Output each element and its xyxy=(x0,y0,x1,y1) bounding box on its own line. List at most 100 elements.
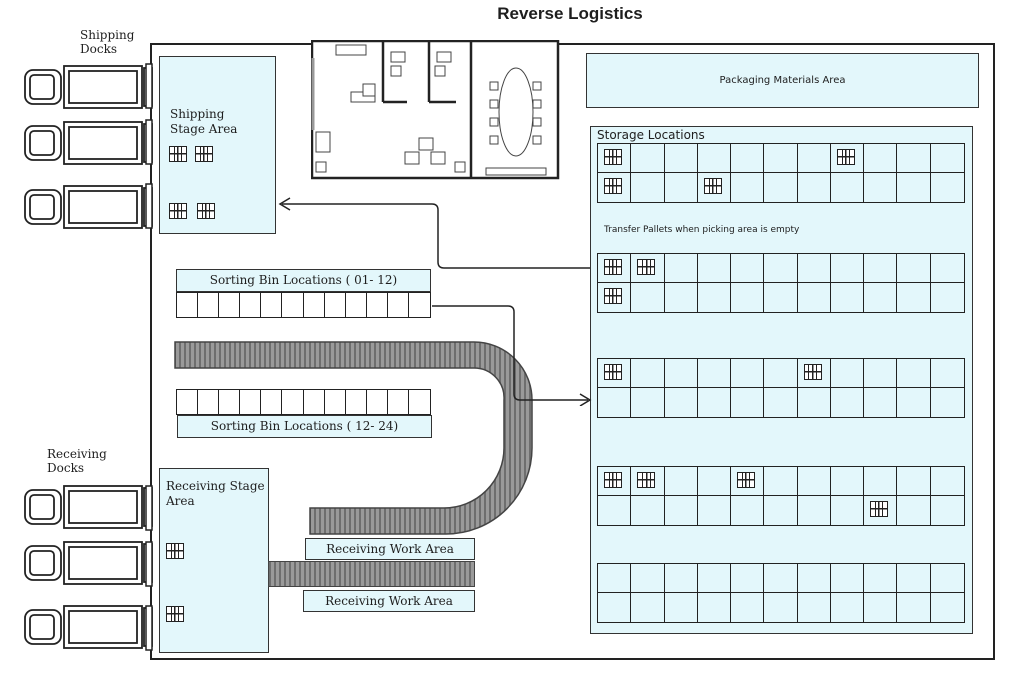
conveyor-belt xyxy=(174,341,533,535)
pallet-icon xyxy=(166,606,184,622)
rack-slot xyxy=(598,467,632,496)
rack-slot xyxy=(897,388,931,417)
storage-rack-row-3 xyxy=(597,358,965,418)
rack-slot xyxy=(798,173,831,202)
rack-slot xyxy=(731,388,765,417)
rack-slot xyxy=(930,144,964,173)
pallet-icon xyxy=(604,364,622,380)
truck-icon xyxy=(24,541,153,585)
rack-slot xyxy=(764,144,798,173)
rack-slot xyxy=(931,593,964,622)
rack-slot xyxy=(598,593,632,622)
pallet-icon xyxy=(637,472,656,488)
sorting-bin xyxy=(282,293,304,317)
rack-slot xyxy=(830,144,865,173)
rack-slot xyxy=(798,496,831,525)
rack-slot xyxy=(830,359,865,388)
rack-slot xyxy=(764,593,798,622)
rack-slot xyxy=(864,496,898,525)
rack-slot xyxy=(764,564,798,593)
rack-slot xyxy=(797,144,831,173)
rack-slot xyxy=(830,564,865,593)
sorting-bin xyxy=(325,293,346,317)
rack-slot xyxy=(598,564,632,593)
pallet-icon xyxy=(604,178,622,194)
rack-slot xyxy=(698,388,732,417)
sorting-bin xyxy=(177,293,199,317)
truck-icon xyxy=(24,65,153,109)
rack-slot xyxy=(798,593,831,622)
rack-slot xyxy=(864,388,898,417)
rack-slot xyxy=(897,283,931,312)
rack-slot xyxy=(731,496,765,525)
pallet-icon xyxy=(197,203,215,219)
rack-slot xyxy=(830,254,865,283)
rack-slot xyxy=(664,254,698,283)
packaging-materials-area: Packaging Materials Area xyxy=(586,53,979,108)
rack-slot xyxy=(598,173,632,202)
rack-slot xyxy=(631,496,665,525)
receiving-stage-area: Receiving Stage Area xyxy=(159,468,269,653)
rack-slot xyxy=(731,564,765,593)
rack-slot xyxy=(797,467,831,496)
rack-slot xyxy=(864,593,898,622)
diagram-title: Reverse Logistics xyxy=(497,4,643,23)
rack-slot xyxy=(598,496,632,525)
rack-slot xyxy=(931,173,964,202)
rack-slot xyxy=(598,359,632,388)
rack-slot xyxy=(764,496,798,525)
sorting-bin xyxy=(388,293,409,317)
sorting-bins-bottom xyxy=(176,389,431,415)
rack-slot xyxy=(664,359,698,388)
sorting-bins-top-text: Sorting Bin Locations ( 01- 12) xyxy=(209,273,398,287)
pallet-icon xyxy=(166,543,184,559)
rack-slot xyxy=(631,144,665,173)
sorting-bin xyxy=(219,390,241,414)
rack-slot xyxy=(931,283,964,312)
rack-slot xyxy=(864,564,898,593)
rack-slot xyxy=(831,388,865,417)
truck-icon xyxy=(24,185,153,229)
pallet-icon xyxy=(737,472,756,488)
rack-slot xyxy=(831,283,865,312)
sorting-bin xyxy=(346,390,367,414)
rack-slot xyxy=(831,496,865,525)
rack-slot xyxy=(764,359,798,388)
sorting-bin xyxy=(198,293,220,317)
sorting-bins-bottom-text: Sorting Bin Locations ( 12- 24) xyxy=(210,419,399,433)
receiving-docks-label: Receiving Docks xyxy=(47,447,107,475)
rack-slot xyxy=(764,388,798,417)
rack-slot xyxy=(831,593,865,622)
rack-slot xyxy=(897,593,931,622)
rack-slot xyxy=(764,254,798,283)
shipping-docks-label: Shipping Docks xyxy=(80,28,135,56)
rack-slot xyxy=(697,254,732,283)
sorting-bin xyxy=(219,293,241,317)
sorting-bin xyxy=(388,390,409,414)
rack-slot xyxy=(831,173,865,202)
sorting-bin xyxy=(240,293,262,317)
pallet-icon xyxy=(703,178,722,194)
sorting-bins-top-label: Sorting Bin Locations ( 01- 12) xyxy=(176,269,431,292)
rack-slot xyxy=(764,283,798,312)
truck-icon xyxy=(24,605,153,649)
rack-slot xyxy=(731,283,765,312)
rack-slot xyxy=(797,254,831,283)
arrow-icon xyxy=(432,305,588,401)
rack-slot xyxy=(798,388,831,417)
rack-slot xyxy=(664,144,698,173)
rack-slot xyxy=(930,254,964,283)
rack-slot xyxy=(864,359,898,388)
rack-slot xyxy=(665,593,698,622)
receiving-work-area-2: Receiving Work Area xyxy=(303,590,475,612)
rack-slot xyxy=(697,144,732,173)
rack-slot xyxy=(697,359,732,388)
shipping-stage-area: Shipping Stage Area xyxy=(159,56,276,234)
rack-slot xyxy=(897,254,931,283)
rack-slot xyxy=(665,173,698,202)
rack-slot xyxy=(631,173,665,202)
rack-slot xyxy=(697,467,732,496)
rack-slot xyxy=(698,173,732,202)
sorting-bin xyxy=(177,390,199,414)
rack-slot xyxy=(631,254,665,283)
